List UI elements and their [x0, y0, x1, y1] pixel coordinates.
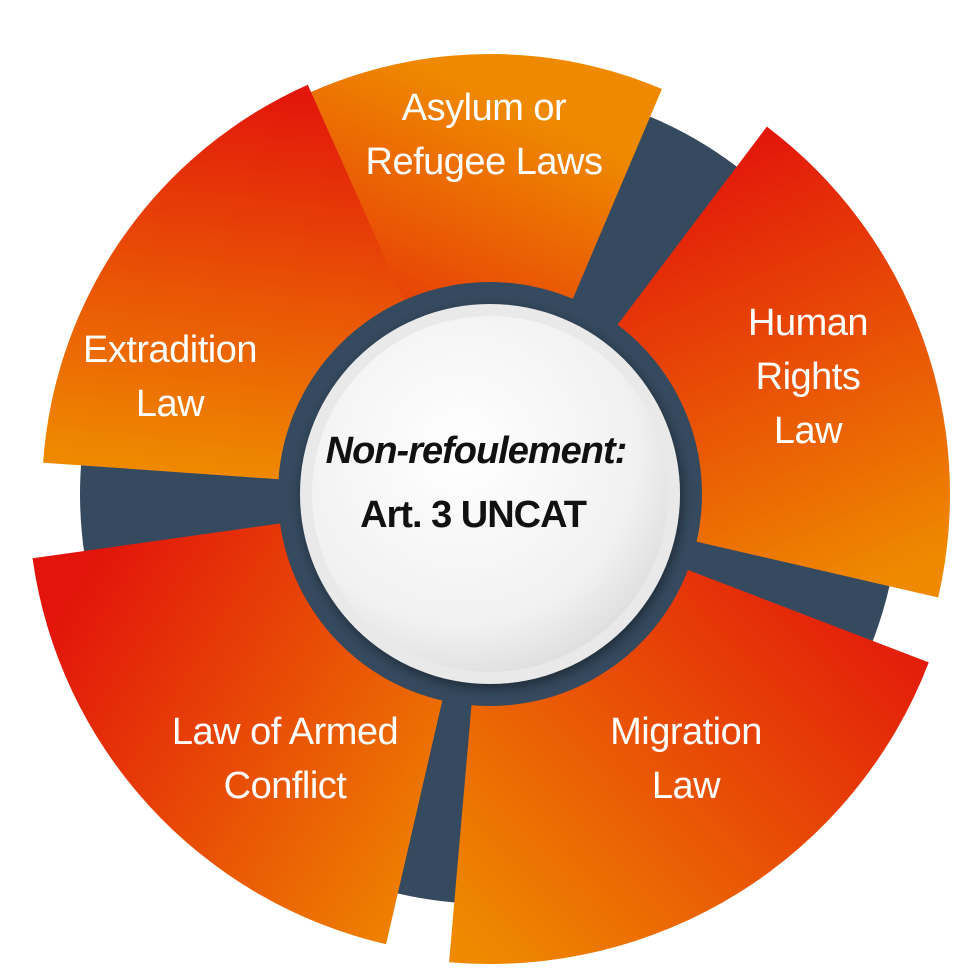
center-subtitle: Art. 3 UNCAT: [360, 494, 587, 536]
segment-label-line: Asylum or: [402, 87, 567, 129]
segment-label-1: Asylum or Refugee Laws: [366, 87, 603, 183]
segment-label-line: Rights: [756, 356, 861, 398]
center-title: Non-refoulement:: [326, 430, 627, 472]
segment-label-line: Human: [748, 302, 868, 344]
segment-label-line: Law: [774, 410, 843, 452]
segment-label-line: Conflict: [224, 765, 348, 807]
segment-3: [449, 569, 929, 964]
segment-label-line: Extradition: [83, 329, 257, 371]
segment-label-line: Law: [136, 383, 205, 425]
center-disc: [312, 316, 668, 672]
segment-label-line: Law of Armed: [172, 711, 398, 753]
segment-label-line: Law: [652, 765, 721, 807]
segment-5: [43, 84, 405, 480]
segment-label-line: Migration: [610, 711, 762, 753]
segment-label-line: Refugee Laws: [366, 141, 603, 183]
segment-4: [32, 523, 443, 945]
